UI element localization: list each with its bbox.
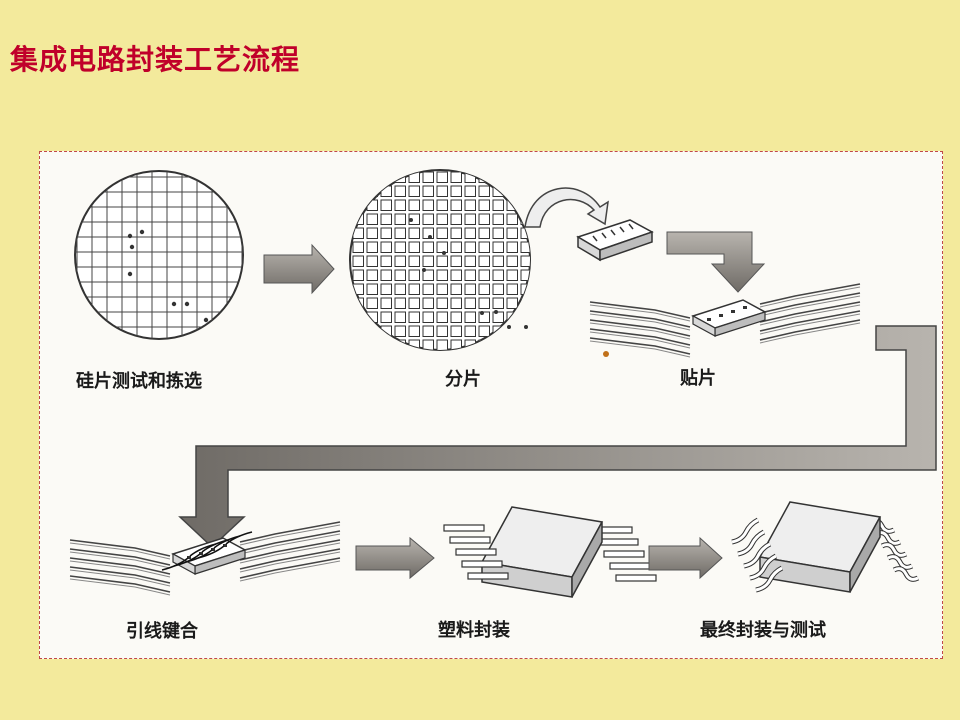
step-label-die-attach: 贴片 [680,368,716,389]
dicing-illustration [349,169,609,351]
step-label-wafer-test: 硅片测试和拣选 [76,371,202,392]
flow-arrow-3 [355,536,435,580]
wire-bond-illustration [69,521,341,596]
page-title: 集成电路封装工艺流程 [10,43,301,76]
wafer-test-illustration [74,170,244,340]
die-attach-illustration [589,283,861,358]
flow-arrow-1 [263,243,335,295]
step-label-final-test: 最终封装与测试 [700,620,826,641]
flow-arrow-4 [648,536,723,580]
flow-arrow-2 [666,231,766,293]
process-flow-diagram: 硅片测试和拣选 分片 贴片 引线键合 塑料封装 最终封装与测试 [39,151,943,659]
picked-die [576,219,654,262]
final-package-illustration [731,501,920,593]
step-label-plastic-mold: 塑料封装 [438,620,510,641]
step-label-dicing: 分片 [445,369,481,390]
flow-arrow-return [178,325,937,549]
step-label-wire-bond: 引线键合 [126,621,198,642]
plastic-package-illustration [443,506,657,598]
